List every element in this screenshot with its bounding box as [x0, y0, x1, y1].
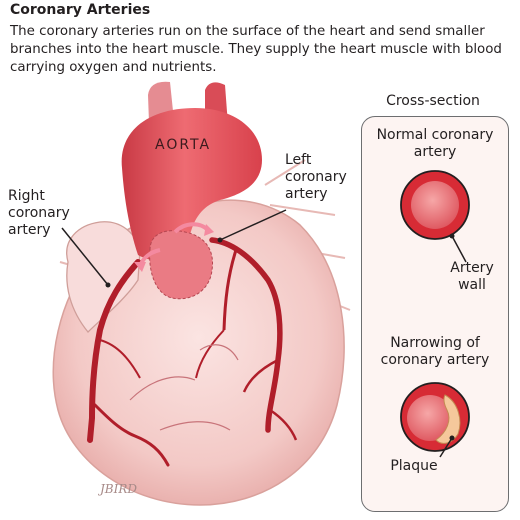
right-coronary-branch-2 — [99, 339, 141, 379]
left-branch-5 — [195, 329, 225, 379]
left-arrow-head — [204, 224, 214, 236]
right-coronary-label: Right coronary artery — [8, 188, 70, 238]
aorta — [121, 108, 262, 263]
right-coronary-leader — [61, 227, 109, 286]
artery-wall-label: Artery wall — [450, 260, 494, 293]
surface-veins — [129, 344, 239, 431]
aorta-label: AORTA — [155, 137, 212, 153]
pulmonary-trunk — [149, 230, 214, 300]
left-coronary-artery-vessel — [209, 237, 283, 433]
left-coronary-label: Left coronary artery — [285, 152, 347, 202]
left-coronary-leader — [219, 209, 287, 241]
left-anterior-branch — [222, 249, 238, 331]
normal-artery-label: Normal coronary artery — [376, 127, 494, 160]
right-arrow-head — [134, 262, 146, 272]
cross-section-title: Cross-section — [386, 93, 480, 109]
right-atrium — [66, 221, 141, 333]
figure-description: The coronary arteries run on the surface… — [10, 24, 502, 75]
figure-title: Coronary Arteries — [10, 2, 151, 18]
right-coronary-branch — [93, 403, 170, 467]
left-branch-4 — [269, 408, 298, 441]
cross-section-panel — [361, 116, 509, 512]
left-branch-3 — [242, 358, 279, 393]
right-coronary-artery-vessel — [87, 259, 141, 443]
narrowing-label: Narrowing of coronary artery — [380, 335, 490, 368]
artist-signature: JBIRD — [97, 482, 137, 496]
plaque-label: Plaque — [390, 458, 438, 474]
